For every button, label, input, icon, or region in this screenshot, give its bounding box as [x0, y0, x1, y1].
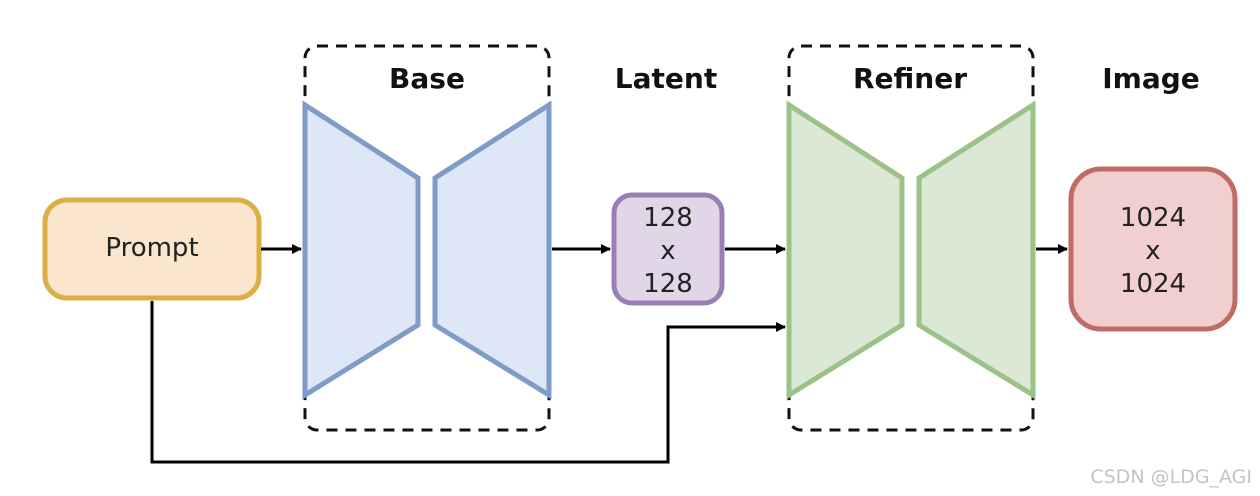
latent-size-line-1: 128 — [643, 203, 693, 233]
image-title: Image — [1102, 62, 1200, 95]
image-size-line-1: 1024 — [1120, 203, 1186, 233]
latent-box — [611, 192, 725, 306]
image-size-line-2: x — [1145, 236, 1160, 266]
base-encoder-trapezoid — [302, 100, 421, 400]
prompt-label: Prompt — [105, 233, 198, 263]
image-size-line-3: 1024 — [1120, 269, 1186, 299]
refiner-encoder-trapezoid — [786, 100, 905, 400]
watermark-text: CSDN @LDG_AGI — [1090, 466, 1252, 488]
latent-size-line-3: 128 — [643, 269, 693, 299]
prompt-box — [42, 197, 262, 301]
image-box — [1068, 166, 1238, 332]
arrow-prompt-to-refiner — [150, 301, 786, 464]
base-decoder-trapezoid — [432, 100, 552, 400]
refiner-decoder-trapezoid — [916, 100, 1036, 400]
base-title: Base — [389, 62, 465, 95]
refiner-title: Refiner — [853, 62, 967, 95]
latent-title: Latent — [615, 62, 717, 95]
latent-size-line-2: x — [660, 236, 675, 266]
